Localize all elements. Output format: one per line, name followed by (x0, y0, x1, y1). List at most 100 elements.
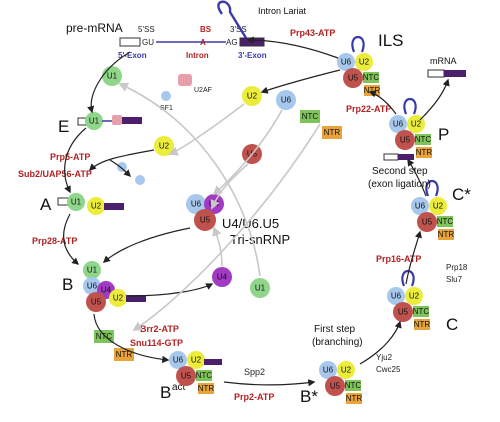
u2-free-center-label: U2 (247, 92, 258, 101)
cstar-ntc-label: NTC (437, 217, 454, 226)
prp18-label: Prp18 (446, 263, 468, 272)
cstar-u5 (417, 212, 437, 232)
ils-u5 (343, 68, 363, 88)
a-u1 (67, 193, 85, 211)
arrow-cstar-to-p (407, 158, 427, 197)
exon3-box (239, 37, 265, 47)
ag-label: AG (226, 38, 238, 47)
stage-bact-sup: act (172, 382, 186, 393)
arrow-ils-release (260, 69, 341, 94)
ss5-label: 5'SS (138, 25, 155, 34)
slu7-label: Slu7 (446, 275, 463, 284)
b-exon3 (126, 295, 146, 302)
c-ntc (413, 306, 429, 317)
ils-u6-label: U6 (341, 58, 352, 67)
ntc-free-center-label: NTC (302, 112, 319, 121)
a-u2-label: U2 (91, 202, 102, 211)
bstar-ntc-label: NTC (345, 381, 362, 390)
stage-cstar-label: C* (452, 185, 471, 204)
intron-lariat-shape (217, 0, 248, 39)
u6-free-center (276, 90, 296, 110)
tri-snrnp-line1: U4/U6.U5 (222, 216, 279, 231)
mrna-exon5 (427, 69, 445, 78)
c-lariat-loop (401, 270, 415, 287)
recycle-arrow-u6 (212, 109, 283, 196)
branch-a-label: A (200, 38, 206, 47)
stage-e-label: E (58, 117, 69, 136)
bact-ntr (198, 383, 214, 394)
prp5-enzyme: Prp5-ATP (50, 152, 90, 162)
c-u5 (393, 302, 413, 322)
ntc-bact-incoming-label: NTC (96, 332, 113, 341)
p-ntc-label: NTC (415, 135, 432, 144)
bstar-u5 (325, 376, 345, 396)
recycle-arrow-u1 (118, 82, 261, 277)
pre-mrna-label: pre-mRNA (66, 21, 123, 35)
p-u2-label: U2 (411, 120, 422, 129)
bact-u6 (169, 351, 187, 369)
stage-b-label: B (62, 275, 73, 294)
bstar-ntr (346, 393, 362, 404)
arrow-premrna-to-e (87, 51, 131, 114)
ils-u5-label: U5 (348, 74, 359, 83)
c-ntr (414, 319, 430, 330)
arrow-tri-join (102, 227, 191, 263)
tri-u5 (194, 209, 216, 231)
arrow-release-factors (109, 159, 132, 178)
intron-lariat-label: Intron Lariat (258, 6, 307, 16)
tri-snrnp-line2: Tri-snRNP (230, 232, 290, 247)
p-ntr (416, 147, 432, 158)
ils-ntr-label: NTR (364, 86, 381, 95)
ils-ntc (363, 72, 379, 83)
bact-ntr-label: NTR (198, 384, 215, 393)
arrow-mrna-release (419, 78, 450, 121)
c-u2-label: U2 (409, 292, 420, 301)
recycle-arrow-u2 (168, 103, 245, 156)
stage-p-label: P (438, 125, 449, 144)
arrow-a-to-b (62, 213, 80, 265)
bact-exon3 (204, 359, 222, 365)
cstar-u6 (411, 197, 429, 215)
prp2-enzyme: Prp2-ATP (234, 392, 274, 402)
first-step-line1: First step (314, 324, 356, 335)
ils-u6 (337, 53, 355, 71)
stage-bstar-label: B* (300, 387, 318, 406)
spp2-label: Spp2 (244, 367, 265, 377)
u6-free-center-label: U6 (281, 96, 292, 105)
c-ntr-label: NTR (414, 320, 431, 329)
b-u5-label: U5 (91, 298, 102, 307)
b-u6 (83, 277, 101, 295)
c-u6-label: U6 (391, 292, 402, 301)
b-u5 (86, 292, 106, 312)
e-u1-label: U1 (89, 117, 100, 126)
cstar-ntr-label: NTR (438, 230, 455, 239)
u2-free-center (242, 86, 262, 106)
ils-ntc-label: NTC (363, 73, 380, 82)
a-u2 (87, 197, 105, 215)
p-u5-label: U5 (400, 136, 411, 145)
u1-free-top-label: U1 (107, 72, 118, 81)
stage-a-label: A (40, 195, 52, 214)
cstar-ntr (438, 229, 454, 240)
b-u2 (109, 289, 127, 307)
mrna-exon3 (444, 70, 466, 77)
ntr-free-center (322, 126, 342, 139)
u2af-factor (178, 74, 192, 86)
released-factor-2 (135, 175, 145, 185)
stage-c-label: C (446, 315, 458, 334)
ils-u2-label: U2 (359, 58, 370, 67)
sf1-factor (161, 91, 171, 101)
brr2-enzyme: Brr2-ATP (140, 324, 179, 334)
recycle-arrow-u4 (212, 226, 223, 267)
arrow-e-to-a (64, 127, 87, 194)
a-u1-label: U1 (71, 198, 82, 207)
a-exon3 (104, 203, 124, 210)
bstar-ntr-label: NTR (346, 394, 363, 403)
bstar-u5-label: U5 (330, 382, 341, 391)
c-u6 (387, 287, 405, 305)
arrow-bact-to-bstar (223, 379, 316, 387)
prp16-enzyme: Prp16-ATP (376, 254, 421, 264)
cstar-u5-label: U5 (422, 218, 433, 227)
ntr-bact-incoming-label: NTR (116, 350, 133, 359)
